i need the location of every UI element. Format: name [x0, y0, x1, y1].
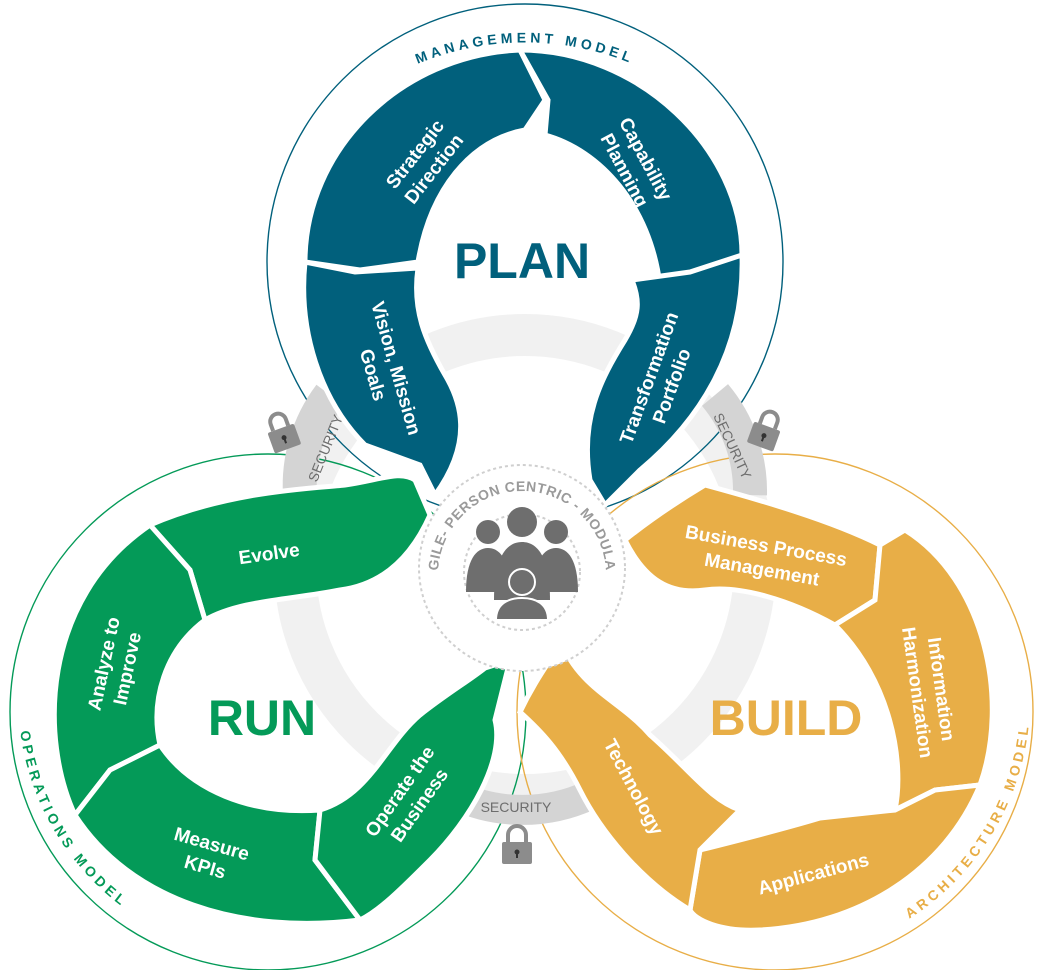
plan-segment-vision-mission-goals: [301, 259, 464, 500]
build-cycle: Business ProcessManagement InformationHa…: [516, 482, 995, 933]
run-segment-evolve: [145, 473, 433, 624]
build-title: BUILD: [710, 690, 863, 746]
plan-title: PLAN: [454, 233, 590, 289]
run-segment-operate-the-business: [312, 656, 514, 924]
padlock-icon: [502, 824, 532, 864]
security-band-left: [282, 384, 344, 497]
plan-cycle: StrategicDirection CapabilityPlanning Tr…: [301, 47, 745, 510]
architecture-model-ring: [516, 453, 1034, 970]
run-title: RUN: [208, 690, 316, 746]
run-cycle: Evolve Analyze toImprove MeasureKPIs Ope…: [51, 473, 514, 926]
security-label-bottom: SECURITY: [481, 799, 552, 815]
people-group-icon: [466, 507, 578, 621]
build-segment-applications: [687, 782, 984, 933]
padlock-icon: [268, 411, 301, 454]
security-band-right: [701, 384, 768, 496]
padlock-icon: [747, 409, 780, 452]
plan-segment-transformation-portfolio: [584, 251, 745, 510]
